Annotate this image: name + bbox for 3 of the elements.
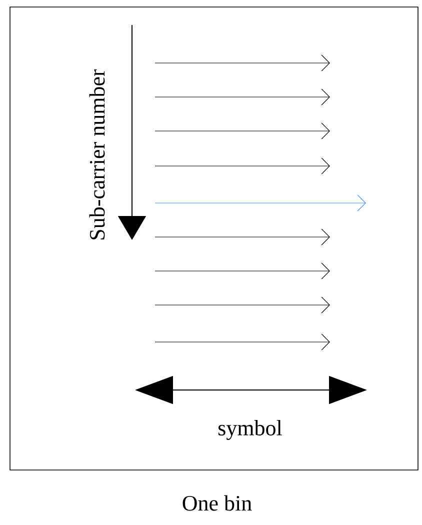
- caption: One bin: [182, 495, 252, 511]
- axis-label: Sub-carrier number: [89, 69, 105, 240]
- dimension-label: symbol: [218, 420, 282, 440]
